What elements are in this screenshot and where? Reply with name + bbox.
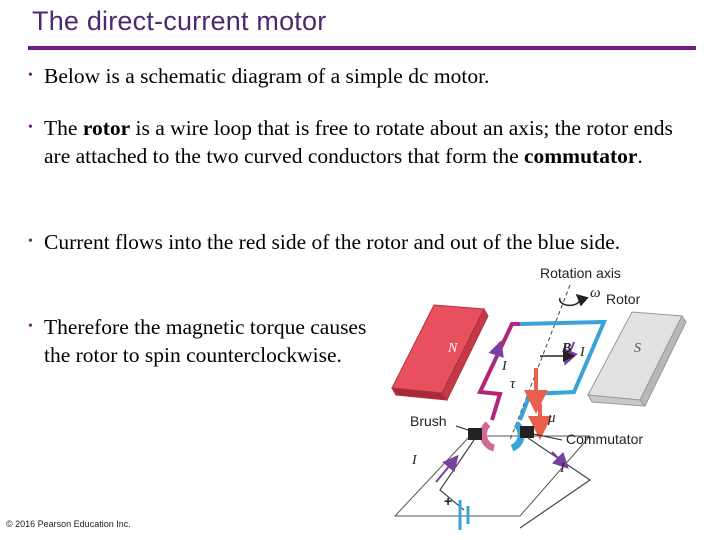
label-commutator: Commutator — [566, 431, 643, 447]
commutator-leader — [523, 431, 563, 441]
label-rotation-axis: Rotation axis — [540, 265, 621, 281]
omega-arrow — [558, 294, 589, 307]
label-plus: + — [444, 493, 452, 509]
left-brush — [468, 428, 482, 440]
bullet-dot: • — [28, 120, 33, 135]
copyright-notice: © 2016 Pearson Education Inc. — [6, 519, 131, 529]
bold-term: rotor — [82, 116, 131, 140]
rotor-blue-side — [518, 319, 608, 421]
text-run: Below is a schematic diagram of a simple… — [44, 64, 490, 88]
text-run: Current flows into the red side of the r… — [44, 230, 621, 254]
bullet-3-text: Current flows into the red side of the r… — [44, 228, 668, 256]
label-rotor: Rotor — [606, 291, 641, 307]
current-arrow-right-wire — [551, 451, 569, 469]
label-b: B — [561, 341, 571, 356]
bullet-2-text: The rotor is a wire loop that is free to… — [44, 114, 693, 170]
right-brush — [520, 426, 534, 438]
battery — [458, 500, 470, 530]
label-current-left: I — [411, 453, 418, 468]
circuit-wire-right — [519, 437, 592, 529]
label-current-red: I — [501, 359, 508, 374]
bullet-3: • Current flows into the red side of the… — [28, 228, 668, 256]
title-rule — [28, 46, 696, 50]
bullet-4: • Therefore the magnetic torque causes t… — [28, 313, 373, 369]
bullet-dot: • — [28, 68, 33, 83]
bullet-1-text: Below is a schematic diagram of a simple… — [44, 62, 708, 90]
text-run: Therefore the magnetic torque causes the… — [44, 315, 367, 367]
bullet-4-text: Therefore the magnetic torque causes the… — [44, 313, 373, 369]
label-north: N — [447, 341, 458, 356]
bold-term: commutator — [523, 144, 638, 168]
bullet-dot: • — [28, 319, 33, 334]
label-tau: τ — [510, 376, 516, 392]
north-pole-magnet — [391, 304, 489, 401]
label-mu: μ — [547, 410, 556, 426]
bullet-dot: • — [28, 234, 33, 249]
label-south: S — [634, 341, 641, 356]
label-omega: ω — [590, 285, 601, 301]
brush-leader — [455, 425, 475, 433]
current-arrow-left-wire — [435, 454, 459, 483]
text-run: The — [44, 116, 83, 140]
label-brush: Brush — [410, 413, 447, 429]
circuit-wire-left — [439, 439, 475, 511]
text-run: is a wire loop that is free to rotate ab… — [44, 116, 673, 168]
label-current-right: I — [559, 461, 566, 476]
label-current-blue: I — [579, 345, 586, 360]
bullet-2: • The rotor is a wire loop that is free … — [28, 114, 693, 170]
page-title: The direct-current motor — [32, 6, 327, 36]
text-run: . — [637, 144, 643, 168]
current-arrow-red — [488, 340, 504, 363]
bullet-1: • Below is a schematic diagram of a simp… — [28, 62, 708, 90]
south-pole-magnet — [587, 311, 687, 407]
rotor-red-side — [476, 322, 520, 421]
